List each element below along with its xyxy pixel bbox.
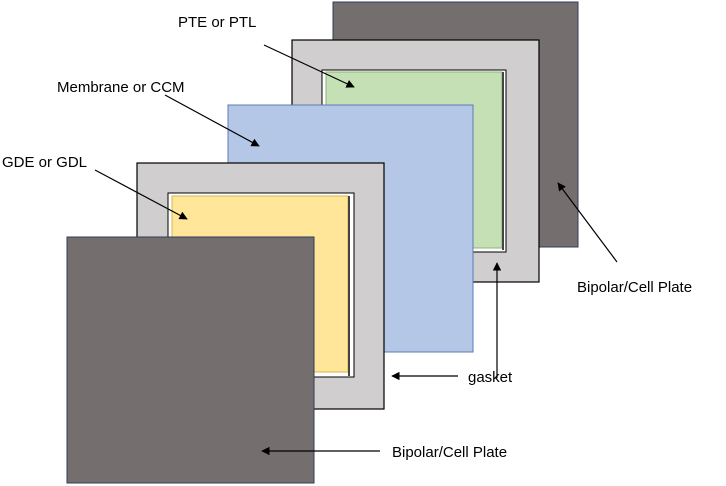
label-gde: GDE or GDL <box>2 154 87 171</box>
label-plate-bottom: Bipolar/Cell Plate <box>392 444 507 461</box>
arrow-pte <box>263 44 355 88</box>
label-plate-top: Bipolar/Cell Plate <box>577 279 692 296</box>
bipolar-plate-front <box>66 236 315 484</box>
label-membrane: Membrane or CCM <box>57 79 185 96</box>
arrow-gde <box>94 169 188 220</box>
arrow-plate-top <box>557 182 618 263</box>
label-pte: PTE or PTL <box>178 14 256 31</box>
label-gasket: gasket <box>468 369 513 386</box>
arrow-membrane <box>164 94 260 147</box>
